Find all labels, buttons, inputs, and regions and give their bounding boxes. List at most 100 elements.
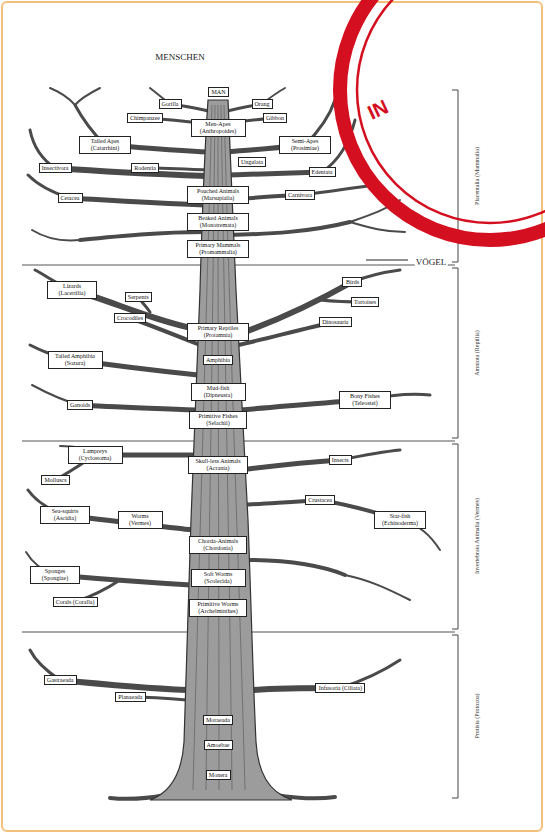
bark-line (193, 105, 212, 790)
taxon-name: Infusoria (Ciliata) (318, 685, 362, 692)
taxon-box: Ungulata (238, 157, 266, 168)
taxon-name: Primary Mammals (Promammalia) (190, 242, 246, 255)
branch (240, 460, 340, 470)
taxon-box: Worms (Vermes) (118, 511, 163, 528)
twig (350, 222, 405, 232)
taxon-name: Skull-less Animals (Acrania) (191, 458, 245, 471)
taxon-name: Serpents (128, 294, 149, 301)
taxon-box: Ganoids (67, 400, 93, 411)
taxon-name: Lampreys (Cyclostoma) (71, 448, 120, 461)
tree-trunk (150, 100, 292, 800)
taxon-box: Pouched Animals (Marsupialia) (187, 186, 249, 203)
taxon-box: Star-fish (Echinoderma) (374, 511, 426, 528)
taxon-name: Insects (332, 457, 349, 464)
taxon-box: Sponges (Spongiae) (30, 566, 80, 583)
taxon-box: Carnivora (285, 190, 315, 201)
taxon-name: Amphibia (206, 357, 230, 364)
taxon-name: Planaeada (118, 694, 143, 701)
taxon-name: Amoebae (207, 742, 230, 749)
taxon-name: Crustacea (308, 497, 332, 504)
taxon-box: Insectivora (39, 163, 72, 174)
bark-line (224, 105, 245, 790)
taxon-box: Infusoria (Ciliata) (315, 683, 365, 694)
taxon-name: Beaked Animals (Monotremata) (190, 215, 246, 228)
taxon-box: Chimpanzee (127, 113, 163, 124)
taxon-name: Semi-Apes (Prosimiae) (282, 138, 328, 151)
taxon-box: Monera (206, 770, 231, 781)
taxon-box: Tailed Amphibia (Sozura) (48, 351, 103, 368)
taxon-box: Sea-squirts (Ascidia) (40, 506, 90, 523)
taxon-box: Chorda-Animals (Chordonia) (189, 536, 247, 553)
taxon-box: Gibbon (263, 113, 287, 124)
bracket (452, 444, 458, 629)
taxon-box: Corals (Coralla) (53, 597, 98, 608)
taxon-box: Soft Worms (Scolecida) (191, 569, 246, 586)
taxon-box: Primitive Worms (Archelminthes) (189, 599, 247, 616)
bark-hatching (193, 105, 245, 790)
taxon-box: Cetacea (58, 193, 83, 204)
taxon-name: Worms (Vermes) (121, 513, 160, 526)
taxon-name: Birds (345, 279, 359, 286)
branch (245, 560, 345, 575)
branch (60, 680, 187, 690)
taxon-box: Gastraeada (44, 675, 77, 686)
taxon-name: Soft Worms (Scolecida) (194, 571, 243, 584)
section-label: Invertebrata Animalia (Vermes) (474, 497, 480, 575)
taxon-box: Primary Mammals (Promammalia) (187, 240, 249, 257)
taxon-box: Beaked Animals (Monotremata) (187, 213, 249, 230)
taxon-name: Cetacea (61, 195, 80, 202)
taxon-name: Dinosauria (322, 319, 349, 326)
stamp (340, 0, 545, 240)
taxon-name: Moraeada (206, 717, 230, 724)
taxon-box: Amoebae (204, 740, 233, 751)
taxon-name: Ungulata (241, 159, 263, 166)
taxon-box: Rodentia (131, 163, 159, 174)
taxon-name: Tortoises (354, 299, 376, 306)
taxon-name: Mud-fish (Dipneusta) (194, 385, 243, 398)
taxon-name: Chorda-Animals (Chordonia) (192, 538, 244, 551)
taxon-box: Amphibia (203, 355, 233, 366)
taxon-name: Insectivora (42, 165, 69, 172)
taxon-box: Orang (252, 99, 273, 110)
taxon-name: Gorilla (162, 101, 179, 108)
branch (80, 232, 205, 240)
taxon-name: Sea-squirts (Ascidia) (43, 508, 87, 521)
taxon-name: Pouched Animals (Marsupialia) (190, 188, 246, 201)
heading-label: MENSCHEN (154, 52, 206, 62)
taxon-box: Lizards (Lacertilia) (47, 281, 97, 298)
taxon-name: Orang (255, 101, 270, 108)
branch (80, 405, 196, 410)
leader-line (366, 260, 408, 261)
taxon-name: Gastraeada (47, 677, 74, 684)
taxon-box: Gorilla (159, 99, 182, 110)
taxon-box: Primary Reptiles (Protamnia) (187, 323, 249, 340)
taxon-box: Skull-less Animals (Acrania) (188, 456, 248, 473)
branch (236, 282, 352, 335)
branch (70, 198, 205, 205)
taxon-name: Tailed Apes (Catarrhini) (82, 138, 128, 151)
divider-line (22, 265, 455, 266)
bracket (452, 635, 458, 798)
taxon-name: Ganoids (70, 402, 90, 409)
twig (50, 88, 75, 105)
taxon-box: Lampreys (Cyclostoma) (68, 446, 123, 463)
taxon-box: Mud-fish (Dipneusta) (191, 383, 246, 400)
taxon-box: Serpents (125, 292, 152, 303)
taxon-name: MAN (211, 89, 226, 96)
section-label: Placentalia (Mammalia) (474, 146, 480, 206)
bark-line (221, 105, 232, 790)
taxon-box: Dinosauria (319, 317, 352, 328)
taxon-box: Insects (329, 455, 352, 466)
taxon-name: Chimpanzee (130, 115, 160, 122)
taxon-name: Primitive Fishes (Selachii) (192, 413, 244, 426)
taxon-box: Molluscs (41, 475, 70, 486)
bark-line (206, 105, 215, 790)
taxon-box: Men-Apes (Anthropoides) (191, 119, 246, 136)
stamp-ring (340, 0, 545, 240)
taxon-name: Primitive Worms (Archelminthes) (192, 601, 244, 614)
bark-line (218, 105, 219, 790)
taxon-box: Crustacea (305, 495, 335, 506)
